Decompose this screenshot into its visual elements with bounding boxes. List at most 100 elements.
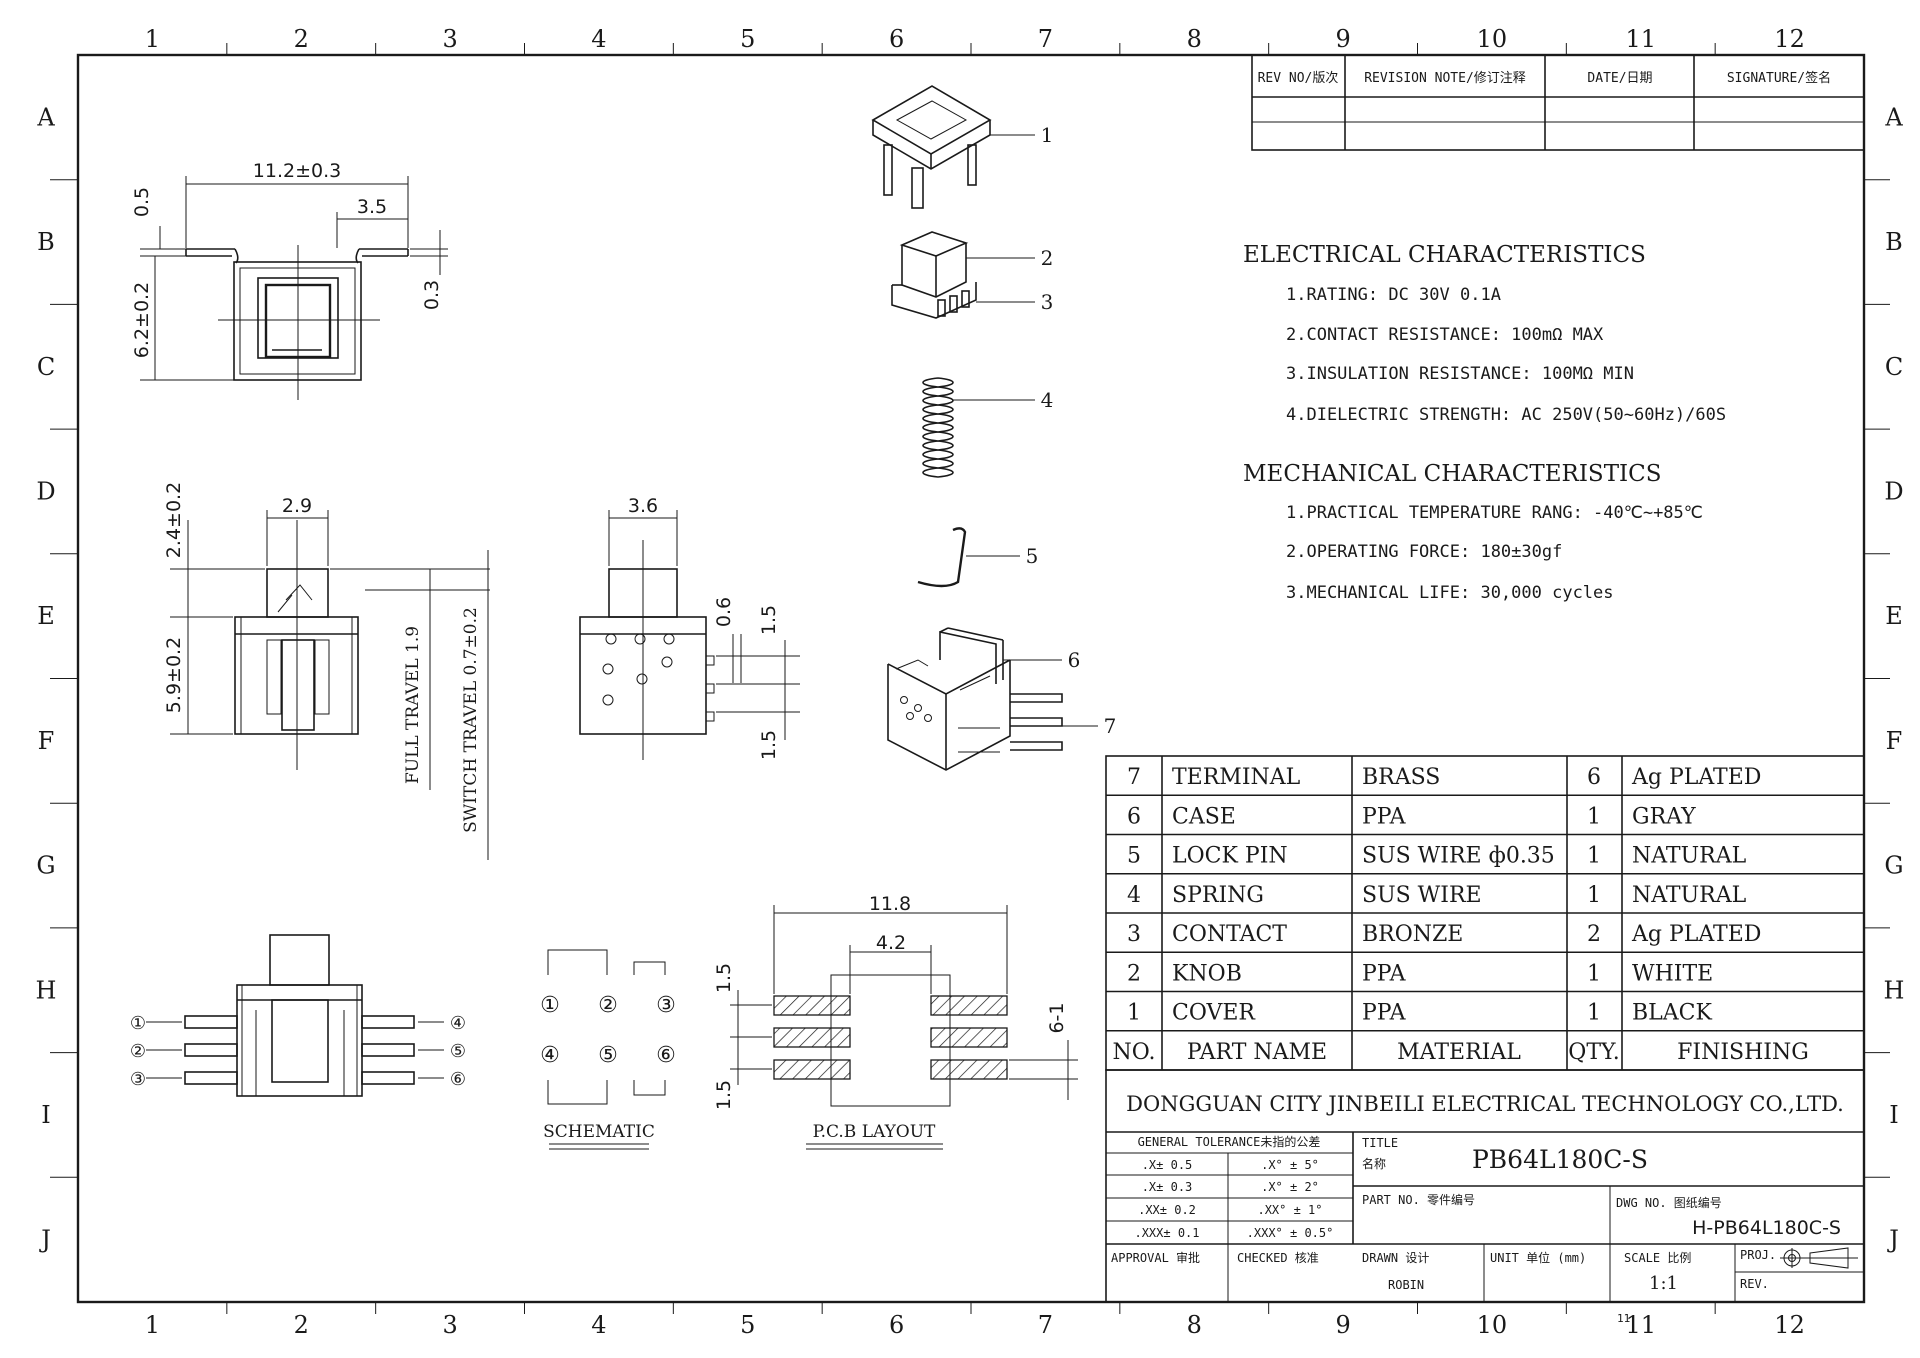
dim-pcb-42: 4.2 (876, 932, 906, 954)
bom-cell-no: 6 (1127, 804, 1141, 829)
bom-cell-material: SUS WIRE ф0.35 (1362, 844, 1555, 869)
bom-cell-no: 7 (1127, 765, 1141, 790)
tolerance-angular-3: .XX° ± 1° (1257, 1203, 1322, 1217)
schematic-pin-6: ⑥ (656, 1043, 676, 1068)
scale-value: 1:1 (1649, 1273, 1678, 1294)
bom-cell-no: 2 (1127, 961, 1141, 986)
schematic-label: SCHEMATIC (543, 1122, 655, 1142)
column-label-1-top: 1 (145, 25, 160, 53)
row-label-E-right: E (1885, 602, 1903, 630)
spring-part-icon (922, 377, 954, 478)
row-label-A-left: A (36, 103, 55, 131)
electrical-title: ELECTRICAL CHARACTERISTICS (1243, 242, 1646, 268)
electrical-item-2: 2.CONTACT RESISTANCE: 100mΩ MAX (1286, 325, 1604, 345)
row-label-J-right: J (1886, 1226, 1899, 1254)
dim-side-59: 5.9±0.2 (163, 637, 185, 713)
column-label-3-top: 3 (442, 25, 457, 53)
column-label-5-bottom: 5 (740, 1311, 755, 1339)
column-label-2-bottom: 2 (294, 1311, 309, 1339)
dim-top-width: 11.2±0.3 (253, 160, 341, 182)
bom-cell-material: PPA (1362, 961, 1407, 986)
tolerance-angular-4: .XXX° ± 0.5° (1247, 1226, 1334, 1240)
rev-header-signature: SIGNATURE/签名 (1727, 70, 1831, 86)
part-no-label: PART NO. 零件编号 (1362, 1192, 1475, 1207)
pcb-layout-label: P.C.B LAYOUT (813, 1122, 936, 1142)
bom-cell-finish: NATURAL (1632, 844, 1747, 869)
bom-cell-part: TERMINAL (1172, 765, 1301, 790)
cover-part-icon (871, 85, 992, 209)
pin-label-2: ② (130, 1041, 146, 1062)
schematic-pin-4: ④ (540, 1043, 560, 1068)
pin-label-4: ④ (450, 1013, 466, 1034)
electrical-item-1: 1.RATING: DC 30V 0.1A (1286, 285, 1501, 305)
column-label-6-top: 6 (889, 25, 904, 53)
column-label-8-bottom: 8 (1187, 1311, 1202, 1339)
drawn-by: ROBIN (1388, 1278, 1424, 1292)
dim-side-24: 2.4±0.2 (163, 482, 185, 558)
column-label-3-bottom: 3 (442, 1311, 457, 1339)
dwg-no: H-PB64L180C-S (1692, 1217, 1841, 1239)
row-label-D-left: D (36, 477, 55, 505)
row-label-H-right: H (1884, 976, 1905, 1004)
dim-top-05: 0.5 (131, 187, 153, 217)
row-label-C-left: C (37, 353, 55, 381)
bom-cell-qty: 1 (1587, 804, 1601, 829)
row-label-G-left: G (36, 852, 55, 880)
tolerance-angular-2: .X° ± 2° (1261, 1180, 1319, 1194)
row-label-I-left: I (41, 1101, 50, 1129)
pin-label-3: ③ (130, 1069, 146, 1090)
row-label-D-right: D (1884, 477, 1903, 505)
rev-header-date: DATE/日期 (1587, 71, 1652, 86)
company-name: DONGGUAN CITY JINBEILI ELECTRICAL TECHNO… (1126, 1092, 1844, 1116)
mechanical-item-3: 3.MECHANICAL LIFE: 30,000 cycles (1286, 583, 1614, 603)
pin-label-5: ⑤ (450, 1041, 466, 1062)
bom-cell-finish: GRAY (1632, 804, 1696, 829)
tolerance-linear-2: .X± 0.3 (1142, 1180, 1193, 1194)
column-label-1-bottom: 1 (145, 1311, 160, 1339)
electrical-item-4: 4.DIELECTRIC STRENGTH: AC 250V(50~60Hz)/… (1286, 405, 1726, 425)
projection-symbol-icon (1780, 1247, 1858, 1269)
column-label-12-bottom: 12 (1774, 1311, 1805, 1339)
column-label-10-top: 10 (1477, 25, 1508, 53)
dim-top-height: 6.2±0.2 (131, 282, 153, 358)
bom-cell-qty: 1 (1587, 961, 1601, 986)
dim-front-06: 0.6 (713, 597, 735, 627)
rev-label: REV. (1740, 1277, 1769, 1291)
schematic: ① ② ③ ④ ⑤ ⑥ SCHEMATIC (540, 949, 676, 1150)
column-label-10-bottom: 10 (1477, 1311, 1508, 1339)
mechanical-characteristics: MECHANICAL CHARACTERISTICS 1.PRACTICAL T… (1243, 461, 1703, 603)
dim-top-03: 0.3 (421, 280, 443, 310)
column-label-11-bottom: 11 (1625, 1311, 1656, 1339)
rev-header-note: REVISION NOTE/修订注释 (1364, 71, 1526, 86)
bom-cell-part: SPRING (1172, 883, 1264, 908)
bom-cell-no: 1 (1127, 1001, 1141, 1026)
schematic-pin-5: ⑤ (598, 1043, 618, 1068)
bom-cell-part: CASE (1172, 804, 1236, 829)
row-label-J-left: J (38, 1226, 51, 1254)
dim-full-travel: FULL TRAVEL 1.9 (403, 626, 423, 784)
bom-cell-finish: Ag PLATED (1631, 765, 1761, 790)
electrical-characteristics: ELECTRICAL CHARACTERISTICS 1.RATING: DC … (1243, 242, 1726, 425)
drawn-label: DRAWN 设计 (1362, 1251, 1429, 1265)
row-label-A-right: A (1884, 103, 1903, 131)
bom-cell-part: KNOB (1172, 961, 1242, 986)
dim-pcb-15b: 1.5 (713, 1080, 735, 1110)
exploded-view: 1 2 3 4 5 6 7 (871, 85, 1116, 771)
bom-cell-material: BRONZE (1362, 922, 1463, 947)
bom-cell-finish: Ag PLATED (1631, 922, 1761, 947)
footer-number: 11 (1617, 1312, 1630, 1325)
bom-cell-part: COVER (1172, 1001, 1256, 1026)
electrical-item-3: 3.INSULATION RESISTANCE: 100MΩ MIN (1286, 364, 1634, 384)
tolerance-title: GENERAL TOLERANCE未指的公差 (1138, 1134, 1321, 1149)
title-block: DONGGUAN CITY JINBEILI ELECTRICAL TECHNO… (1105, 1069, 1865, 1325)
title-label-cn: 名称 (1362, 1156, 1386, 1171)
bom-cell-material: BRASS (1362, 765, 1440, 790)
front-view: 3.6 0.6 1.5 1.5 (579, 495, 800, 760)
bom-header-no: NO. (1113, 1040, 1156, 1065)
row-label-B-right: B (1885, 228, 1903, 256)
dim-pcb-118: 11.8 (869, 893, 911, 915)
balloon-3: 3 (1041, 290, 1054, 314)
column-label-7-top: 7 (1038, 25, 1053, 53)
